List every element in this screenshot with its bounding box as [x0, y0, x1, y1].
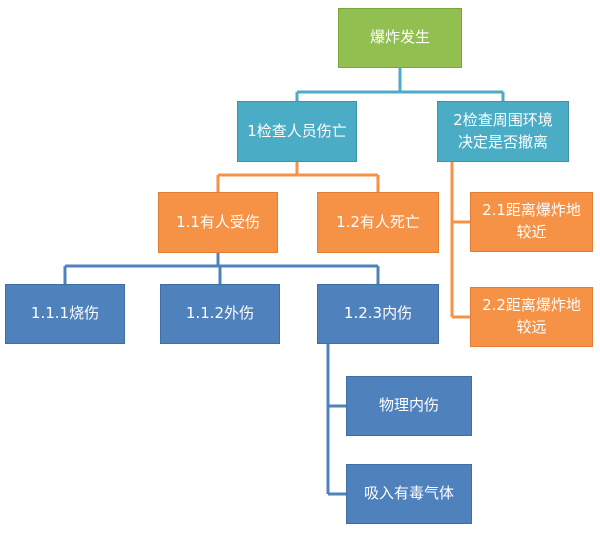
casualty-connectors — [216, 162, 380, 192]
node-check-environment: 2检查周围环境 决定是否撤离 — [437, 101, 569, 162]
node-external: 1.1.2外伤 — [160, 284, 280, 344]
root-connectors — [295, 68, 505, 101]
injury-connectors — [63, 253, 380, 284]
node-far: 2.2距离爆炸地 较远 — [470, 287, 593, 347]
node-internal: 1.2.3内伤 — [317, 284, 439, 344]
node-toxic-gas: 吸入有毒气体 — [346, 464, 472, 524]
node-burn: 1.1.1烧伤 — [5, 284, 125, 344]
node-injured: 1.1有人受伤 — [158, 192, 278, 253]
environment-connectors — [450, 162, 470, 319]
internal-connectors — [326, 344, 346, 496]
node-check-casualties: 1检查人员伤亡 — [237, 101, 357, 162]
node-dead: 1.2有人死亡 — [317, 192, 439, 253]
node-near: 2.1距离爆炸地 较近 — [470, 192, 593, 252]
node-root: 爆炸发生 — [338, 8, 462, 68]
node-physical-internal: 物理内伤 — [346, 376, 472, 436]
